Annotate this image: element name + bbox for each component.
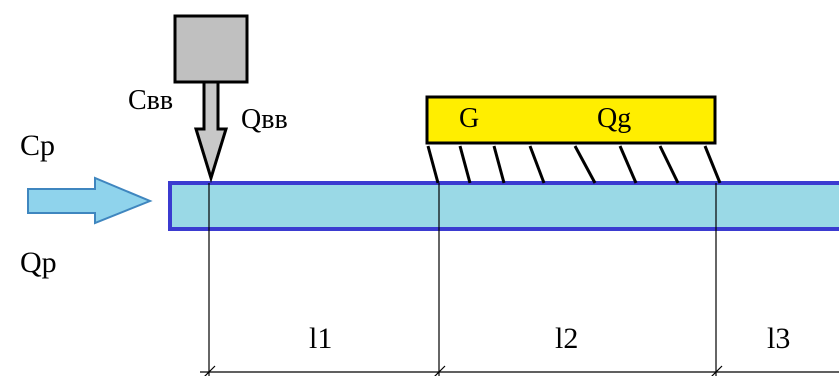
inlet-flow-arrow (27, 176, 153, 225)
river-channel (168, 181, 839, 231)
dimension-extension-lines (208, 183, 717, 376)
segment-1-label: l1 (309, 322, 332, 355)
zone-flow-label: Qg (597, 103, 631, 134)
inlet-flow-label: Qp (20, 246, 57, 279)
inlet-concentration-label: Cp (20, 129, 55, 162)
zone-source-label: G (459, 103, 479, 134)
injection-concentration-label: Свв (128, 85, 173, 116)
segment-2-label: l2 (555, 322, 578, 355)
segment-3-label: l3 (767, 322, 790, 355)
injection-flow-label: Qвв (241, 104, 288, 135)
injector-box (173, 14, 249, 84)
distributed-source-zone (425, 95, 717, 145)
dimension-line (200, 365, 839, 376)
distributed-inflow-hatching (426, 145, 722, 184)
injection-arrow (193, 80, 229, 184)
